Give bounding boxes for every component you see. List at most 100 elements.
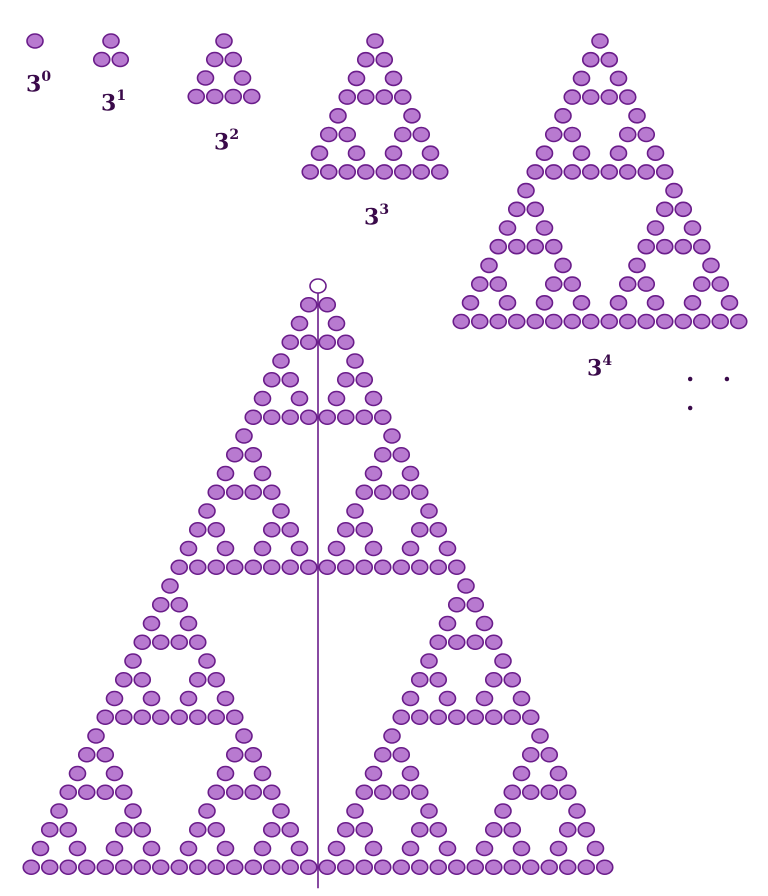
dot xyxy=(207,671,226,688)
triangle-level-0 xyxy=(26,33,44,49)
dot xyxy=(336,371,355,388)
dot xyxy=(114,709,133,726)
dot xyxy=(429,521,448,538)
dot xyxy=(290,840,309,857)
dot xyxy=(572,294,591,311)
dot xyxy=(216,465,235,482)
dot xyxy=(470,313,489,330)
dot xyxy=(489,238,508,255)
dot xyxy=(111,51,130,68)
dot xyxy=(124,803,142,819)
dot xyxy=(338,126,357,143)
dot xyxy=(225,559,244,576)
dot xyxy=(544,126,563,143)
dot xyxy=(549,840,568,857)
dot xyxy=(577,821,596,838)
dot xyxy=(412,164,431,180)
dot xyxy=(272,503,290,519)
dot xyxy=(507,201,526,218)
dot xyxy=(531,728,549,744)
dot xyxy=(410,559,429,576)
dot xyxy=(646,145,665,161)
dot xyxy=(711,276,730,292)
dot xyxy=(299,409,318,426)
dot xyxy=(338,89,357,105)
dot xyxy=(364,390,383,407)
dot xyxy=(461,294,480,311)
dot xyxy=(526,238,545,255)
dot xyxy=(420,503,438,519)
dot xyxy=(572,145,591,161)
dot xyxy=(637,126,656,143)
dot xyxy=(327,390,346,407)
dot xyxy=(40,859,59,876)
dot xyxy=(403,108,421,124)
dot xyxy=(133,859,152,876)
dot xyxy=(526,164,545,180)
dot xyxy=(207,709,226,726)
dot xyxy=(410,484,429,501)
dot xyxy=(480,257,498,274)
dot xyxy=(373,559,392,576)
dot xyxy=(281,521,300,538)
dot xyxy=(438,615,457,632)
dot xyxy=(151,634,170,651)
dot xyxy=(262,859,281,876)
dot xyxy=(512,765,531,782)
dot xyxy=(319,164,338,180)
dot xyxy=(244,409,263,426)
dot xyxy=(310,145,329,161)
dot xyxy=(720,294,739,311)
dot xyxy=(410,521,429,538)
dot xyxy=(375,89,394,105)
dot xyxy=(392,559,411,576)
dot xyxy=(355,559,374,576)
dot xyxy=(355,784,374,801)
dot xyxy=(133,821,152,838)
dot xyxy=(373,446,392,463)
dot xyxy=(364,540,383,557)
label-exponent: 2 xyxy=(229,127,240,143)
dot xyxy=(77,746,96,763)
dot xyxy=(600,313,619,330)
dot xyxy=(262,371,281,388)
dot xyxy=(512,840,531,857)
dot xyxy=(392,709,411,726)
dot xyxy=(179,540,198,557)
dot xyxy=(674,238,693,255)
label-base: 3 xyxy=(101,90,117,117)
label-base: 3 xyxy=(214,129,230,156)
dot xyxy=(92,51,111,68)
dot xyxy=(59,859,78,876)
triangle-level-5 xyxy=(22,278,614,876)
dot xyxy=(188,521,207,538)
dot xyxy=(356,164,375,180)
dot xyxy=(355,821,374,838)
dot xyxy=(253,840,272,857)
dot xyxy=(170,859,189,876)
dot xyxy=(429,671,448,688)
dot xyxy=(503,821,522,838)
dot xyxy=(563,164,582,180)
dot xyxy=(646,220,665,236)
dot xyxy=(347,145,366,161)
dot xyxy=(336,821,355,838)
dot xyxy=(281,371,300,388)
dot xyxy=(466,596,485,613)
dot xyxy=(563,313,582,330)
dot xyxy=(384,145,403,161)
dot xyxy=(96,784,115,801)
dot xyxy=(447,559,466,576)
dot xyxy=(216,840,235,857)
dot xyxy=(40,821,59,838)
dot xyxy=(609,145,628,161)
dot xyxy=(102,33,120,49)
dot xyxy=(346,503,364,519)
dot xyxy=(392,784,411,801)
dot xyxy=(327,315,346,332)
dot xyxy=(355,484,374,501)
dot xyxy=(207,521,226,538)
dot xyxy=(429,634,448,651)
dot xyxy=(207,859,226,876)
